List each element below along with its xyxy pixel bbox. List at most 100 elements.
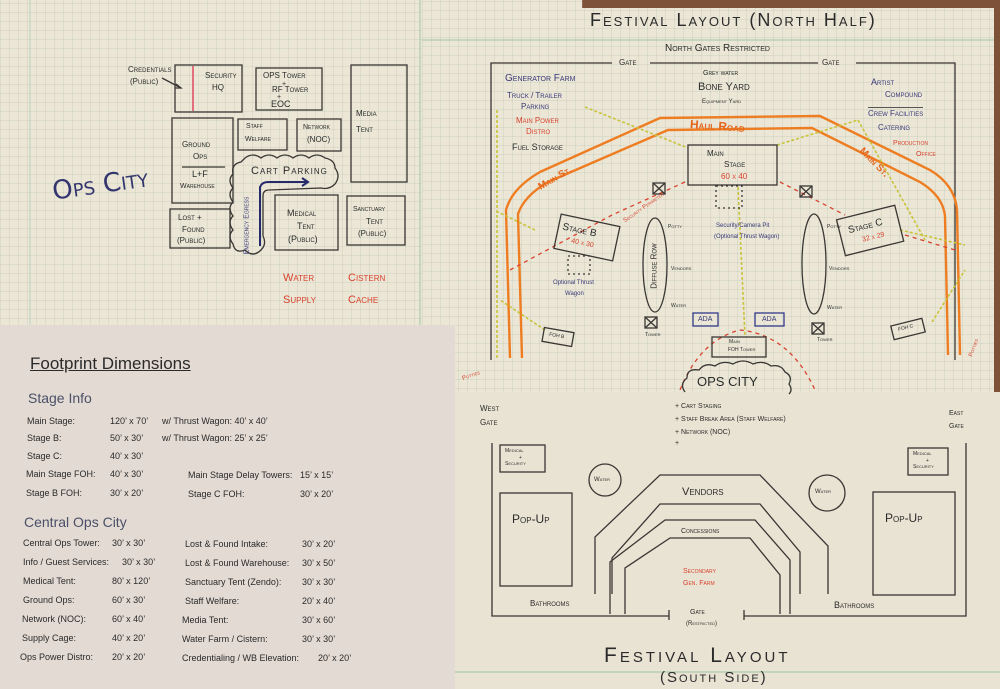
eoc-label: EOC (271, 99, 291, 109)
water-label: Water (283, 272, 315, 284)
eoc-plus: + (277, 94, 282, 101)
medical-security-east-plus: + (926, 458, 929, 464)
dimension-label: Ops Power Distro: (20, 652, 94, 662)
gate-restricted-label-2: (Restricted) (686, 621, 717, 627)
dimension-value: 40’ x 30’ (110, 451, 144, 461)
dimension-value: 30’ x 30’ (302, 634, 336, 644)
west-gate-label: West (480, 404, 500, 413)
dimension-label: Staff Welfare: (185, 596, 240, 606)
dimension-value: 30’ x 60’ (302, 615, 336, 625)
gate-label-left: Gate (619, 58, 637, 67)
north-layout-sheet (422, 0, 994, 398)
note-staff-break: + Staff Break Area (Staff Welfare) (675, 416, 786, 423)
sanctuary-tent-label-3: (Public) (358, 229, 387, 238)
main-stage-box (687, 144, 778, 186)
dimension-value: 120’ x 70’ (110, 416, 149, 426)
dimension-label: Lost & Found Warehouse: (185, 558, 290, 568)
lost-found-label: Lost + (178, 213, 202, 222)
main-power-label: Main Power (516, 116, 559, 125)
haul-road (504, 114, 962, 359)
cache-label: Cache (348, 294, 379, 306)
pop-up-box-east (872, 491, 956, 596)
dimension-label: Stage B: (27, 433, 62, 443)
dimension-value: 60’ x 40’ (112, 614, 146, 624)
medical-security-box-east (907, 447, 949, 476)
east-gate-label: East (949, 410, 964, 417)
thrust-wagon-note: w/ Thrust Wagon: 25’ x 25’ (162, 433, 268, 443)
west-gate-label-2: Gate (480, 418, 498, 427)
dimension-label: Main Stage Delay Towers: (188, 470, 293, 480)
note-network: + Network (NOC) (675, 429, 731, 436)
pop-up-box-west (499, 492, 573, 587)
dimension-value: 80’ x 120’ (112, 576, 151, 586)
dimension-value: 20’ x 20’ (318, 653, 352, 663)
ops-city-cloud-label: OPS CITY (697, 374, 758, 389)
medical-tent-box (274, 194, 339, 251)
concessions-arc (609, 519, 791, 614)
compound-label: Compound (885, 90, 923, 99)
dimension-value: 30’ x 30’ (122, 557, 156, 567)
diffuse-row-label: Diffuse Row (649, 243, 659, 289)
dimension-value: 30’ x 50’ (302, 558, 336, 568)
foh-c-box (889, 317, 927, 341)
ops-tower-box (255, 67, 323, 111)
stage-b-box (553, 213, 621, 262)
ops-tower-plus: + (282, 81, 287, 88)
dimension-label: Credentialing / WB Elevation: (182, 653, 300, 663)
lf-warehouse-label-2: Warehouse (180, 183, 215, 190)
stage-c-box (835, 204, 905, 257)
water-label-right: Water (827, 305, 843, 311)
water-circle-west-label: Water (594, 477, 611, 483)
credentials-public-label: (Public) (130, 77, 159, 86)
gate-label-right: Gate (822, 58, 840, 67)
grey-water-label: Grey water (703, 70, 739, 77)
haul-road-label: Haul Road (689, 117, 746, 135)
equipment-yard-label: Equipment Yard (702, 99, 742, 105)
lost-found-box (169, 208, 231, 249)
security-hq-label: Security (205, 71, 237, 80)
water-circle-east (808, 474, 846, 512)
ops-city-cloud (681, 360, 792, 395)
dimension-label: Ground Ops: (23, 595, 75, 605)
lf-warehouse-label: L+F (192, 169, 208, 179)
artist-label: Artist (871, 77, 895, 87)
pop-up-east-label: Pop-Up (885, 511, 923, 525)
network-noc-label: (NOC) (307, 135, 331, 144)
tower-label-right: Tower (817, 337, 833, 343)
central-ops-heading: Central Ops City (24, 514, 127, 530)
crew-facilities-label: Crew Facilities (868, 107, 924, 118)
dimension-label: Main Stage: (27, 416, 76, 426)
cistern-label: Cistern (348, 272, 386, 284)
medical-security-west-label: Medical (505, 448, 524, 454)
cart-parking-cloud (229, 154, 339, 255)
dimension-value: 60’ x 30’ (112, 595, 146, 605)
dimension-label: Network (NOC): (22, 614, 87, 624)
main-foh-tower-box (711, 336, 767, 358)
dimension-label: Water Farm / Cistern: (182, 634, 268, 644)
potty-label-left: Potty (668, 224, 683, 230)
sanctuary-tent-box (346, 195, 406, 246)
south-layout-title: Festival Layout (604, 644, 791, 667)
vendors-label-right: Vendors (829, 266, 850, 272)
main-foh-tower-label: FOH Tower (728, 347, 756, 353)
medical-security-box-west (499, 444, 546, 473)
footprint-title: Footprint Dimensions (30, 354, 191, 373)
ada-label-right: ADA (762, 316, 777, 323)
media-tent-label: Media (356, 109, 377, 118)
medical-tent-label-2: Tent (297, 221, 315, 231)
medical-tent-label-3: (Public) (288, 234, 318, 244)
dimension-value: 20’ x 40’ (302, 596, 336, 606)
emergency-egress-label: Emergency Egress (243, 196, 251, 255)
south-layout-subtitle: (South Side) (660, 669, 768, 686)
fuel-storage-label: Fuel Storage (512, 142, 563, 152)
distro-label: Distro (526, 127, 551, 136)
staff-welfare-label: Staff (246, 123, 263, 130)
lost-found-label-3: (Public) (177, 236, 206, 245)
ground-ops-box (171, 117, 234, 204)
dimension-value: 40’ x 30’ (110, 469, 144, 479)
dimension-label: Central Ops Tower: (23, 538, 100, 548)
vendors-arc (594, 474, 829, 594)
ops-city-sheet (0, 0, 425, 328)
dimension-value: 15’ x 15’ (300, 470, 334, 480)
